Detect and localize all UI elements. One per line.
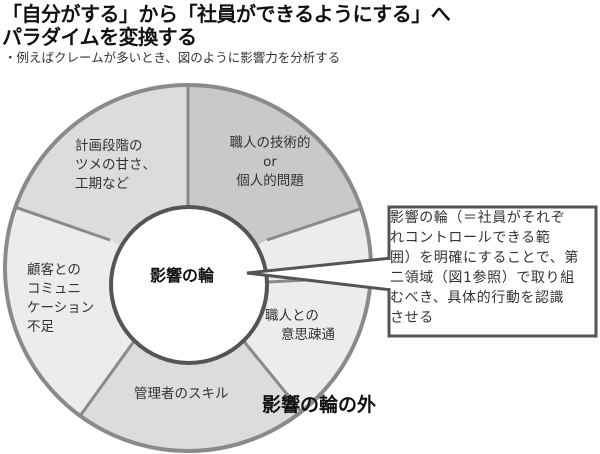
label-line: 個人的問題 <box>236 173 304 189</box>
callout-box <box>387 205 598 338</box>
label-line: 職人の技術的 <box>229 135 311 151</box>
segment-manager-skill <box>41 285 349 451</box>
label-line: コミュニ <box>27 281 81 297</box>
segment-label-craftsman-skill: 職人の技術的 or 個人的問題 <box>220 134 320 191</box>
inner-circle <box>109 205 269 365</box>
segment-label-manager: 管理者のスキル <box>134 386 229 402</box>
segment-label-customer: 顧客との コミュニ ケーション 不足 <box>27 261 94 337</box>
outside-label: 影響の輪の外 <box>262 394 377 416</box>
callout-line: れコントロールできる範 <box>390 230 551 246</box>
callout-line: 囲）を明確にすることで、第 <box>390 250 579 266</box>
label-line: ケーション <box>27 300 95 316</box>
callout-line: 影響の輪（＝社員がそれぞ <box>390 210 566 226</box>
callout-line: させる <box>390 310 434 326</box>
callout-text: 影響の輪（＝社員がそれぞ れコントロールできる範 囲）を明確にすることで、第 二… <box>390 208 595 328</box>
label-line: or <box>263 154 277 170</box>
segment-label-craftsman-communication: 職人との 意思疎通 <box>265 307 335 345</box>
callout-line: 二領域（図1参照）で取り組 <box>390 270 575 286</box>
label-line: 工期など <box>75 176 129 192</box>
title-line-1: 「自分がする」から「社員ができるようにする」へ <box>2 2 451 26</box>
segment-label-planning: 計画段階の ツメの甘さ、 工期など <box>75 137 156 194</box>
label-line: 不足 <box>27 319 54 335</box>
label-line: 顧客との <box>27 262 81 278</box>
center-label: 影響の輪 <box>150 266 215 285</box>
label-line: 計画段階の <box>75 138 143 154</box>
title-line-2: パラダイムを変換する <box>2 25 197 49</box>
label-line: 職人との <box>265 308 319 324</box>
label-line: 意思疎通 <box>281 327 335 343</box>
subtitle: ・例えばクレームが多いとき、図のように影響力を分析する <box>4 50 341 65</box>
callout-line: むべき、具体的行動を認識 <box>390 290 565 306</box>
label-line: ツメの甘さ、 <box>75 157 156 173</box>
